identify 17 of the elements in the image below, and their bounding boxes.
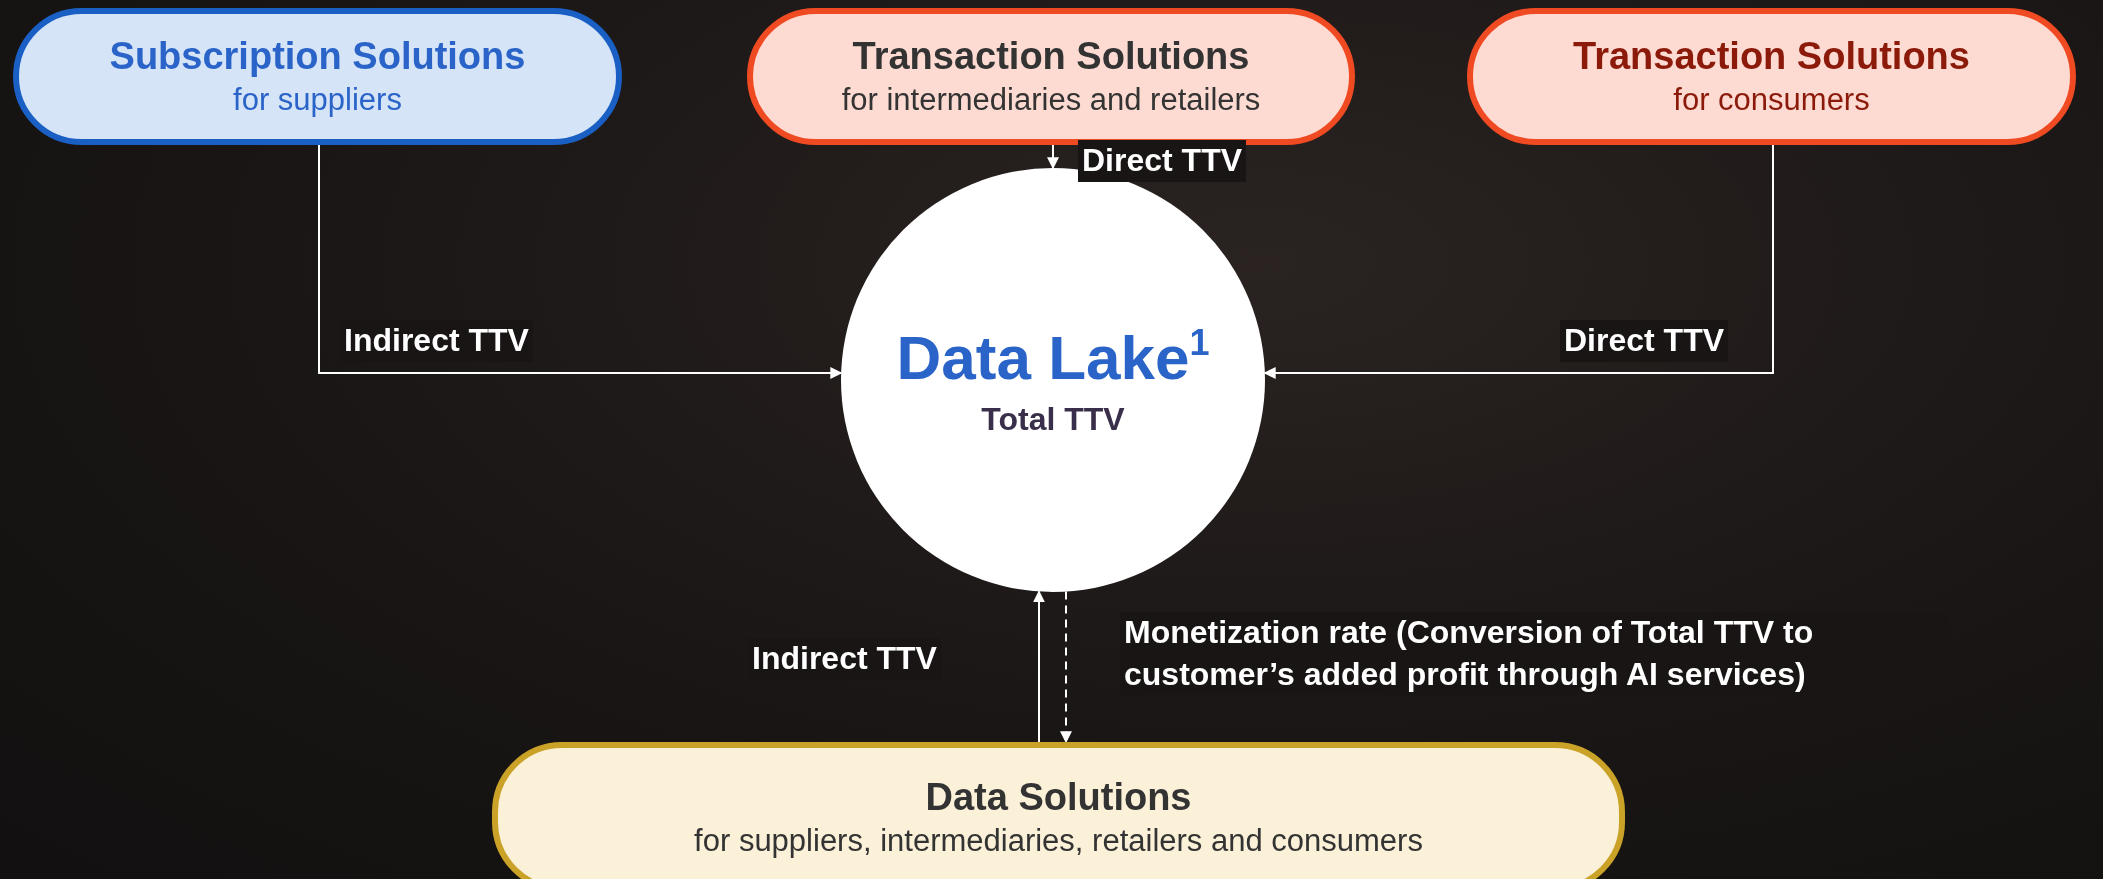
edge-label: Direct TTV [1078,140,1247,182]
pill-subtitle: for consumers [1673,82,1870,118]
arrow [1263,144,1774,379]
arrow [1047,144,1059,170]
circle-title: Data Lake$^{1}$ [896,322,1210,393]
pill-subtitle: for suppliers, intermediaries, retailers and consumers [694,822,1423,859]
arrow [318,144,843,379]
pill-title: Transaction Solutions [1573,35,1970,78]
pill-title: Transaction Solutions [852,35,1250,78]
pill-title: Data Solutions [925,775,1192,819]
pill-title: Subscription Solutions [109,35,526,78]
pill-subtitle: for suppliers [233,82,402,118]
arrow [1033,590,1045,743]
arrow [1060,590,1072,744]
circle-subtitle: Total TTV [981,401,1125,438]
pill-subtitle: for intermediaries and retailers [841,82,1261,118]
edge-label: Direct TTV [1560,320,1729,362]
